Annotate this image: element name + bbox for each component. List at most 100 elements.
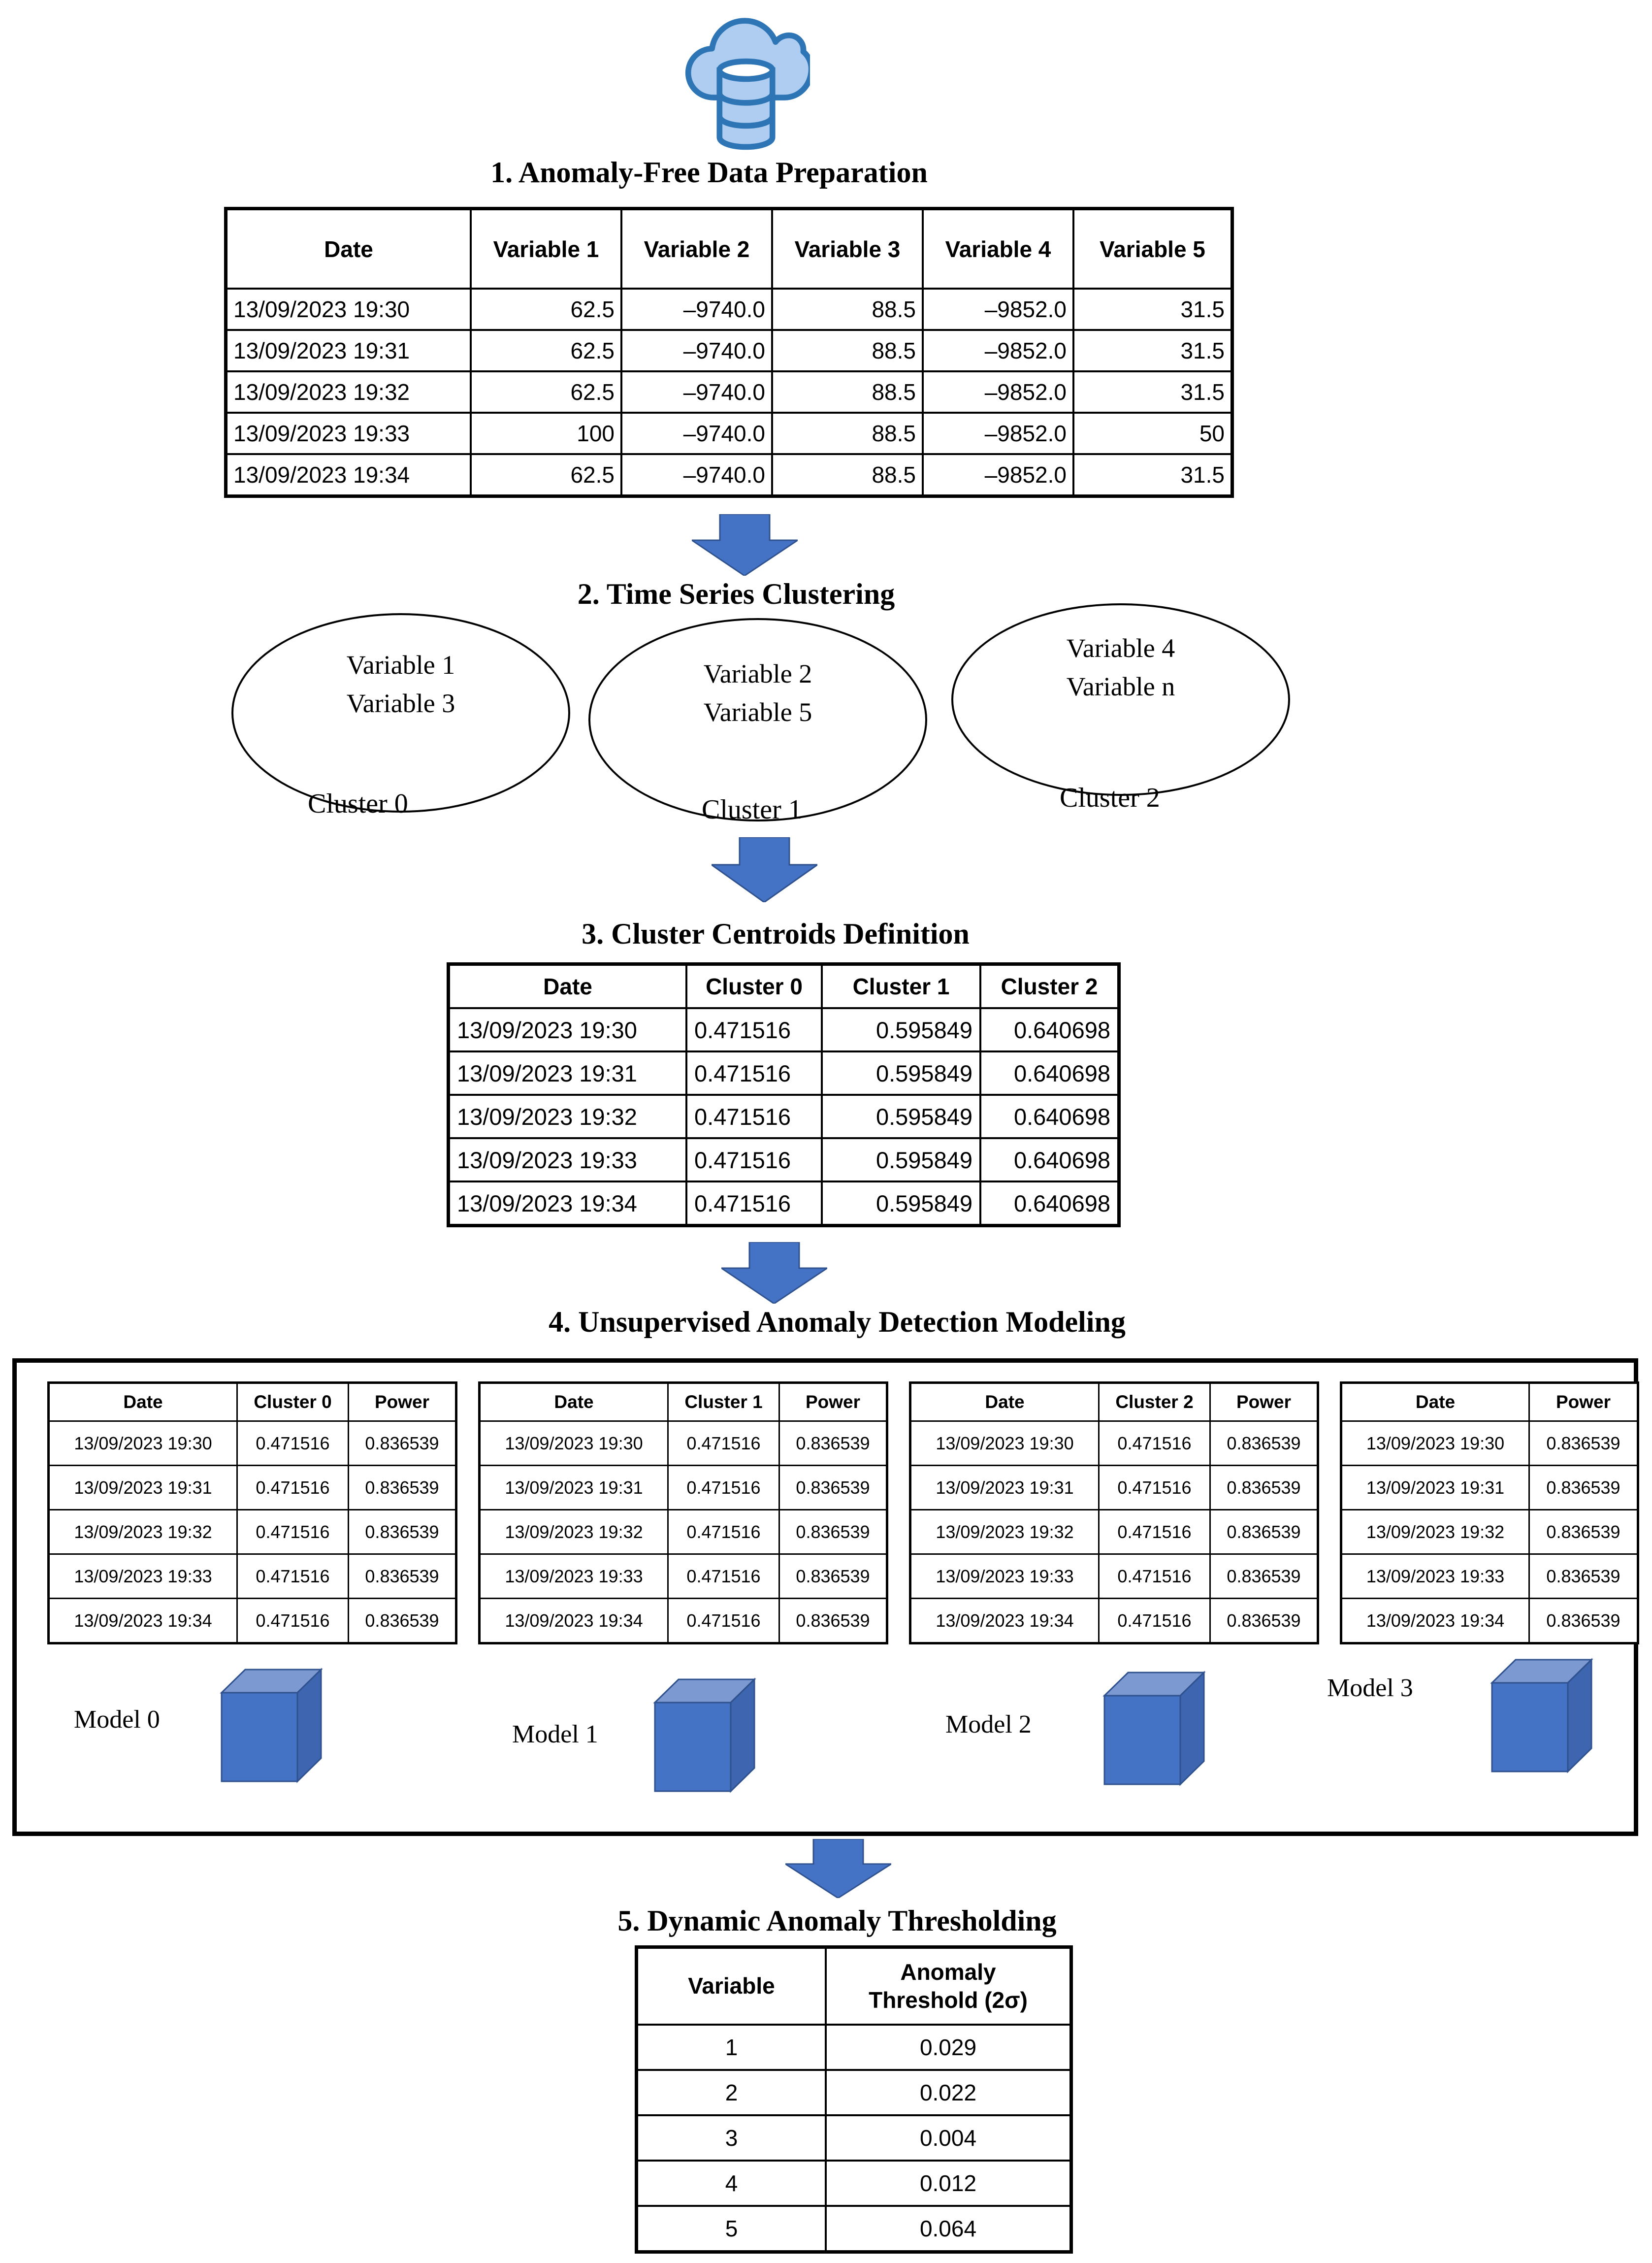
column-header: Variable — [635, 1946, 827, 2026]
table-cell: 1 — [635, 2024, 827, 2071]
table-cell: 0.471516 — [667, 1509, 780, 1555]
model-cube-icon-3 — [1490, 1658, 1593, 1773]
down-arrow-4 — [785, 1839, 891, 1898]
table-cell: 0.471516 — [685, 1094, 823, 1139]
table-cell: 13/09/2023 19:31 — [225, 329, 472, 372]
table-cell: 0.836539 — [348, 1509, 457, 1555]
table-cell: 13/09/2023 19:34 — [447, 1181, 687, 1227]
column-header: Cluster 0 — [685, 963, 823, 1009]
table-cell: 0.022 — [825, 2069, 1072, 2116]
table-cell: 0.836539 — [348, 1420, 457, 1466]
column-header: Power — [348, 1382, 457, 1422]
table-cell: 88.5 — [771, 329, 924, 372]
table-cell: 13/09/2023 19:32 — [225, 370, 472, 414]
table-cell: 0.004 — [825, 2114, 1072, 2162]
table-cell: 13/09/2023 19:31 — [447, 1050, 687, 1096]
table-cell: 0.836539 — [778, 1509, 888, 1555]
table-cell: 13/09/2023 19:30 — [447, 1007, 687, 1052]
step2-title: 2. Time Series Clustering — [577, 578, 895, 610]
table-cell: 13/09/2023 19:30 — [225, 288, 472, 331]
cluster-ellipse-1: Variable 2 Variable 5 — [588, 618, 927, 821]
column-header: Date — [479, 1382, 669, 1422]
cluster0-variable: Variable 1 — [346, 650, 455, 680]
table-cell: 13/09/2023 19:31 — [909, 1465, 1100, 1510]
model0-label: Model 0 — [74, 1705, 160, 1734]
table-cell: 3 — [635, 2114, 827, 2162]
step1-title: 1. Anomaly-Free Data Preparation — [490, 156, 928, 189]
down-arrow-1 — [692, 514, 798, 576]
column-header: Cluster 2 — [1098, 1382, 1211, 1422]
table-cell: 13/09/2023 19:30 — [48, 1420, 238, 1466]
table-cell: 0.471516 — [667, 1598, 780, 1644]
table-cell: 13/09/2023 19:33 — [479, 1553, 669, 1599]
column-header: Date — [909, 1382, 1100, 1422]
table-cell: 0.471516 — [685, 1137, 823, 1182]
column-header: Cluster 2 — [979, 963, 1120, 1009]
table-cell: 13/09/2023 19:34 — [479, 1598, 669, 1644]
column-header: Variable 4 — [922, 207, 1074, 290]
table-cell: 0.064 — [825, 2205, 1072, 2253]
table-cell: 0.640698 — [979, 1181, 1120, 1227]
table-cell: 88.5 — [771, 370, 924, 414]
table-cell: 0.836539 — [1528, 1420, 1639, 1466]
column-header: Variable 1 — [470, 207, 622, 290]
model1-label: Model 1 — [512, 1720, 598, 1748]
table-cell: 0.471516 — [236, 1420, 349, 1466]
table-cell: –9740.0 — [620, 329, 773, 372]
model3-label: Model 3 — [1327, 1674, 1413, 1702]
table-cell: 13/09/2023 19:33 — [447, 1137, 687, 1182]
table-cell: 0.836539 — [348, 1598, 457, 1644]
column-header: Cluster 1 — [821, 963, 981, 1009]
column-header: Cluster 0 — [236, 1382, 349, 1422]
table-cell: 0.836539 — [1209, 1509, 1319, 1555]
table-cell: 62.5 — [470, 370, 622, 414]
column-header: Variable 5 — [1072, 207, 1233, 290]
table-cell: 13/09/2023 19:33 — [909, 1553, 1100, 1599]
table-cell: 0.595849 — [821, 1050, 981, 1096]
cluster1-variable: Variable 5 — [703, 697, 812, 727]
table-cell: 0.836539 — [1528, 1553, 1639, 1599]
table-cell: 0.471516 — [667, 1553, 780, 1599]
step4-title: 4. Unsupervised Anomaly Detection Modeli… — [549, 1306, 1126, 1338]
table-cell: 13/09/2023 19:34 — [909, 1598, 1100, 1644]
table-cell: 13/09/2023 19:32 — [1340, 1509, 1530, 1555]
table-cell: 0.471516 — [667, 1420, 780, 1466]
model-cube-icon-2 — [1102, 1671, 1206, 1786]
cluster2-label: Cluster 2 — [1060, 783, 1160, 813]
table-cell: 13/09/2023 19:33 — [225, 412, 472, 455]
table-cell: 13/09/2023 19:32 — [48, 1509, 238, 1555]
down-arrow-3 — [721, 1242, 827, 1304]
column-header: Date — [1340, 1382, 1530, 1422]
table-cell: 0.471516 — [236, 1509, 349, 1555]
cluster2-variable: Variable 4 — [1066, 633, 1175, 663]
model-cube-icon-0 — [220, 1668, 323, 1783]
table-cell: 62.5 — [470, 453, 622, 497]
table-cell: 13/09/2023 19:30 — [909, 1420, 1100, 1466]
table-cell: –9852.0 — [922, 453, 1074, 497]
table-cell: 0.836539 — [778, 1598, 888, 1644]
